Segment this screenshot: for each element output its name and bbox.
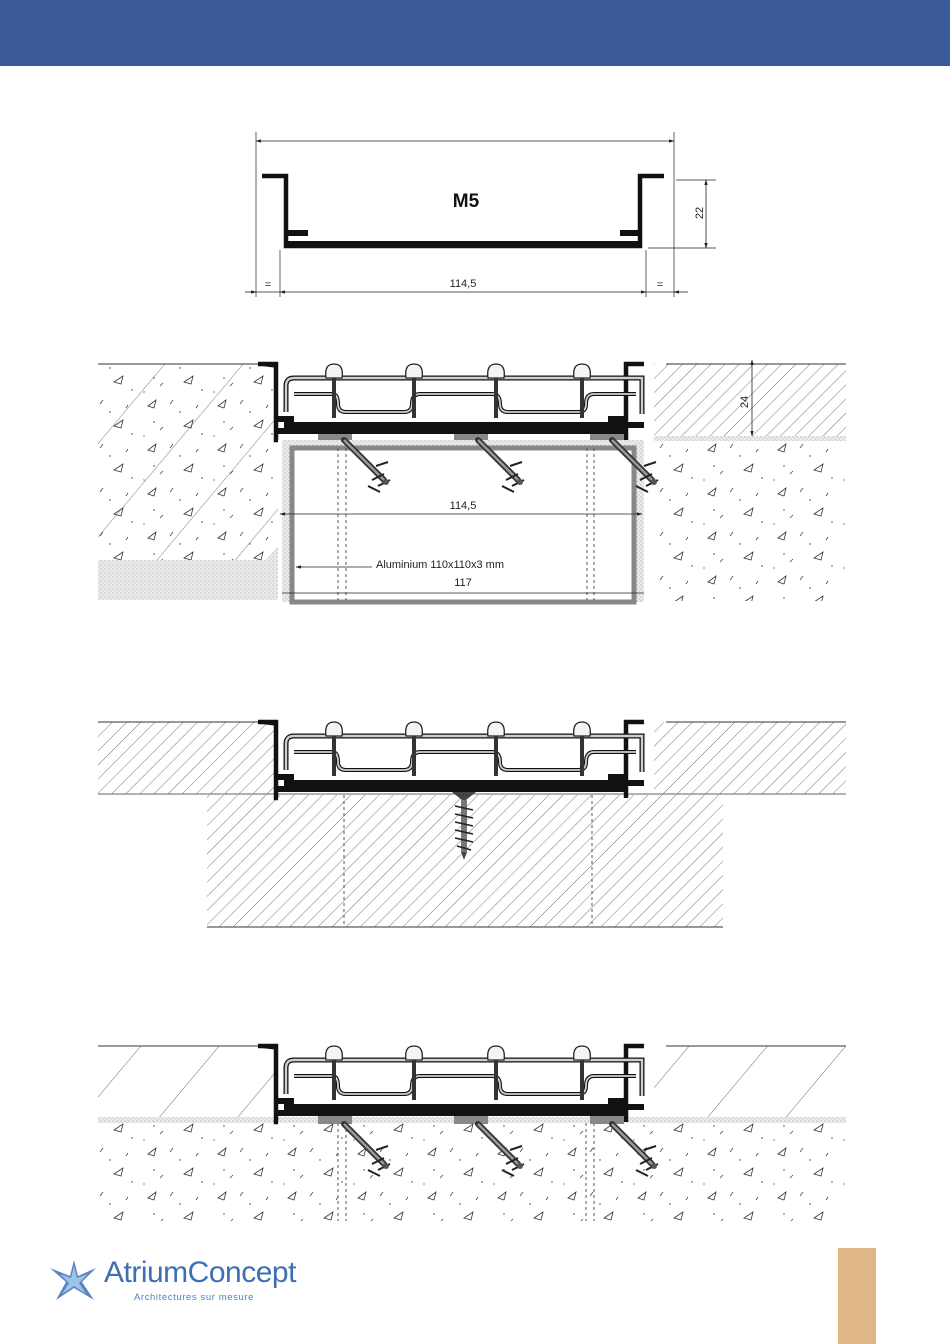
screw-mount-drawing: [98, 722, 846, 927]
page-tab: [838, 1248, 876, 1344]
mount-width-dim: 114,5: [450, 500, 477, 512]
profile-section-drawing: [245, 132, 716, 297]
mount-opening-dim: 117: [454, 577, 472, 589]
profile-equal-left: =: [265, 279, 271, 291]
profile-width-dim: 114,5: [450, 278, 477, 290]
company-logo: AtriumConcept Architectures sur mesure: [48, 1256, 318, 1306]
mount-height-dim: 24: [739, 396, 751, 408]
star-logo-icon: [48, 1256, 100, 1306]
aluminium-callout: Aluminium 110x110x3 mm: [376, 559, 504, 571]
logo-tagline: Architectures sur mesure: [134, 1292, 254, 1303]
logo-name: AtriumConcept: [104, 1256, 296, 1290]
concrete-anchor-drawing: [98, 1046, 846, 1221]
profile-height-dim: 22: [694, 207, 706, 219]
profile-equal-right: =: [657, 279, 663, 291]
profile-title: M5: [453, 191, 480, 212]
